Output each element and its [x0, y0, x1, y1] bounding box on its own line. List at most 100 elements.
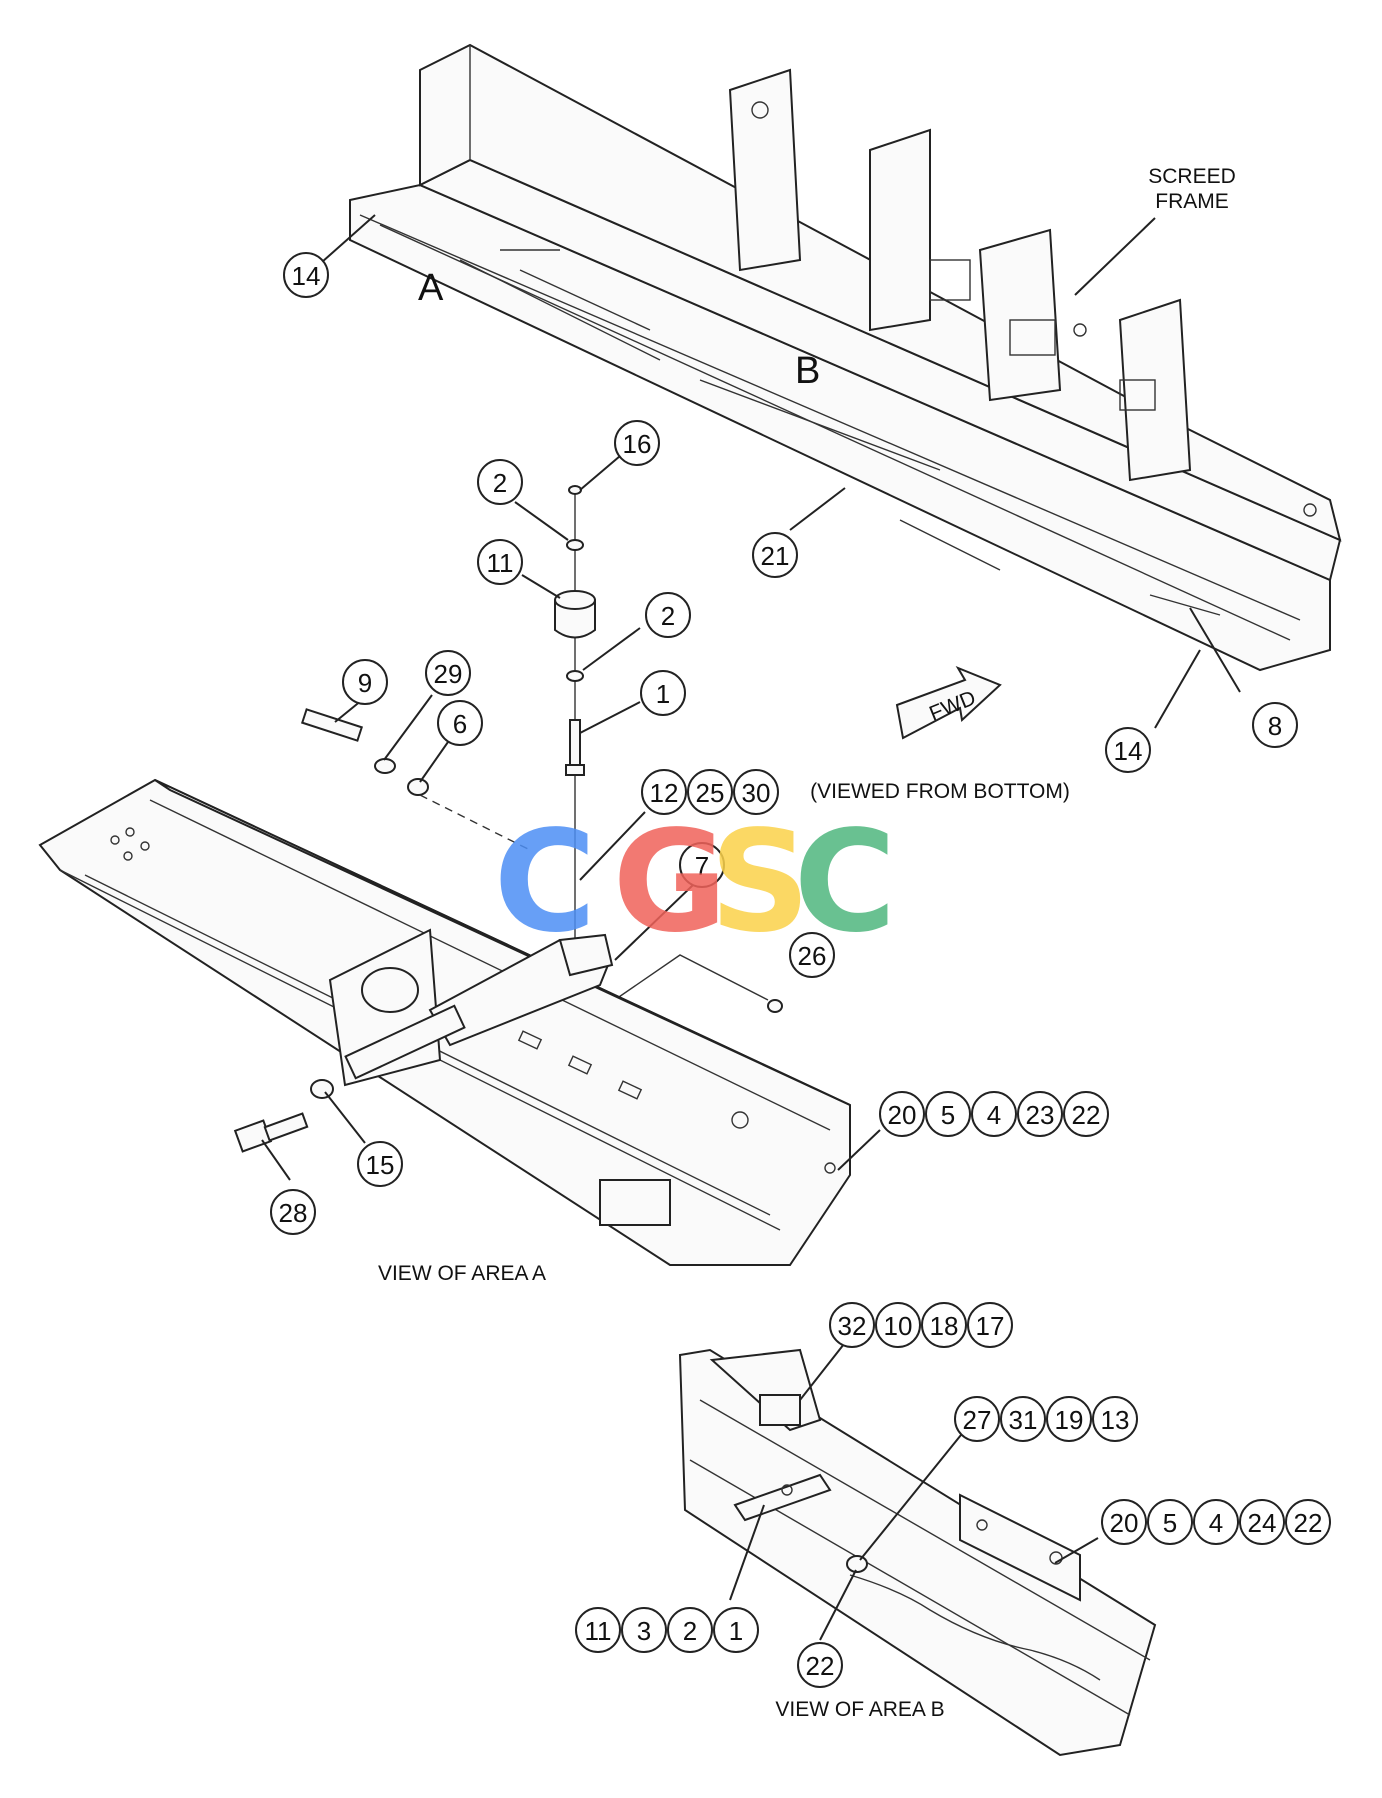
callout-number: 31: [1009, 1405, 1038, 1435]
callout-c1b: 1: [713, 1607, 759, 1653]
callout-number: 5: [941, 1100, 955, 1130]
callout-circle: [1105, 727, 1151, 773]
callout-number: 4: [1209, 1508, 1223, 1538]
callout-circle: [1101, 1499, 1147, 1545]
callout-circle: [640, 670, 686, 716]
callout-circle: [357, 1141, 403, 1187]
watermark-letter-c2: C: [794, 801, 897, 964]
callout-number: 14: [292, 261, 321, 291]
callout-c5b: 5: [1147, 1499, 1193, 1545]
callout-circle: [1252, 702, 1298, 748]
callout-circle: [875, 1302, 921, 1348]
callout-c29: 29: [425, 650, 471, 696]
callout-number: 2: [493, 468, 507, 498]
watermark-letter-s: S: [710, 801, 811, 964]
callout-c4b: 4: [1193, 1499, 1239, 1545]
callout-c2c: 2: [667, 1607, 713, 1653]
callout-number: 11: [585, 1616, 612, 1646]
callout-number: 18: [930, 1311, 959, 1341]
callout-c31: 31: [1000, 1396, 1046, 1442]
area-a-marker: A: [418, 267, 444, 309]
callout-circle: [733, 769, 779, 815]
viewed-from-bottom-label: (VIEWED FROM BOTTOM): [810, 780, 1070, 803]
callout-number: 20: [888, 1100, 917, 1130]
view-area-a-caption: VIEW OF AREA A: [378, 1262, 546, 1285]
callout-circle: [713, 1607, 759, 1653]
view-area-b-caption: VIEW OF AREA B: [775, 1698, 944, 1721]
callout-c22c: 22: [797, 1642, 843, 1688]
callout-circle: [1239, 1499, 1285, 1545]
callout-c2a: 2: [477, 459, 523, 505]
area-b-drawing: [678, 1348, 1157, 1757]
callout-number: 1: [656, 679, 670, 709]
screed-frame-label-line1: SCREED: [1148, 165, 1236, 188]
callout-number: 16: [623, 429, 652, 459]
callout-c8: 8: [1252, 702, 1298, 748]
callout-circle: [921, 1302, 967, 1348]
callout-circle: [1046, 1396, 1092, 1442]
fwd-arrow-icon: [895, 665, 1002, 740]
cgsc-watermark-logo: C G S C: [494, 801, 897, 964]
callout-circle: [954, 1396, 1000, 1442]
callout-number: 11: [487, 548, 514, 578]
callout-number: 2: [661, 601, 675, 631]
callout-c14b: 14: [1105, 727, 1151, 773]
callout-c2b: 2: [645, 592, 691, 638]
callout-circle: [437, 700, 483, 746]
callout-c3: 3: [621, 1607, 667, 1653]
callout-number: 25: [696, 778, 725, 808]
callout-c17: 17: [967, 1302, 1013, 1348]
area-b-marker: B: [795, 350, 820, 392]
callout-number: 15: [366, 1150, 395, 1180]
callout-circle: [829, 1302, 875, 1348]
callout-number: 13: [1101, 1405, 1130, 1435]
area-a-drawing: [38, 778, 851, 1266]
callout-c22b: 22: [1285, 1499, 1331, 1545]
callout-c21: 21: [752, 532, 798, 578]
callout-c11: 11: [477, 539, 523, 585]
callout-circle: [1063, 1091, 1109, 1137]
callout-circle: [971, 1091, 1017, 1137]
screed-frame-drawing: [349, 43, 1342, 672]
callout-number: 9: [358, 668, 372, 698]
callout-c5a: 5: [925, 1091, 971, 1137]
callout-circle: [270, 1189, 316, 1235]
callout-c24: 24: [1239, 1499, 1285, 1545]
callout-c20a: 20: [879, 1091, 925, 1137]
callout-number: 20: [1110, 1508, 1139, 1538]
callout-c22a: 22: [1063, 1091, 1109, 1137]
watermark-letter-g: G: [613, 801, 728, 964]
callout-number: 23: [1026, 1100, 1055, 1130]
callout-number: 4: [987, 1100, 1001, 1130]
callout-circle: [752, 532, 798, 578]
callout-c7: 7: [679, 842, 725, 888]
callout-number: 5: [1163, 1508, 1177, 1538]
callout-number: 22: [1072, 1100, 1101, 1130]
callout-c25: 25: [687, 769, 733, 815]
callout-circle: [614, 420, 660, 466]
callout-c15: 15: [357, 1141, 403, 1187]
callout-number: 30: [742, 778, 771, 808]
callout-circle: [967, 1302, 1013, 1348]
callout-c16: 16: [614, 420, 660, 466]
callout-number: 6: [453, 709, 467, 739]
callout-circle: [679, 842, 725, 888]
callout-circle: [1285, 1499, 1331, 1545]
callout-number: 14: [1114, 736, 1143, 766]
callout-number: 22: [1294, 1508, 1323, 1538]
callout-circle: [621, 1607, 667, 1653]
callout-c1: 1: [640, 670, 686, 716]
callout-number: 2: [683, 1616, 697, 1646]
callout-circle: [667, 1607, 713, 1653]
callout-number: 27: [963, 1405, 992, 1435]
callout-circle: [641, 769, 687, 815]
callout-circle: [789, 932, 835, 978]
callout-circle: [425, 650, 471, 696]
callout-number: 7: [695, 851, 709, 881]
callout-circle: [1000, 1396, 1046, 1442]
screed-frame-label-line2: FRAME: [1155, 190, 1229, 213]
callout-circle: [925, 1091, 971, 1137]
